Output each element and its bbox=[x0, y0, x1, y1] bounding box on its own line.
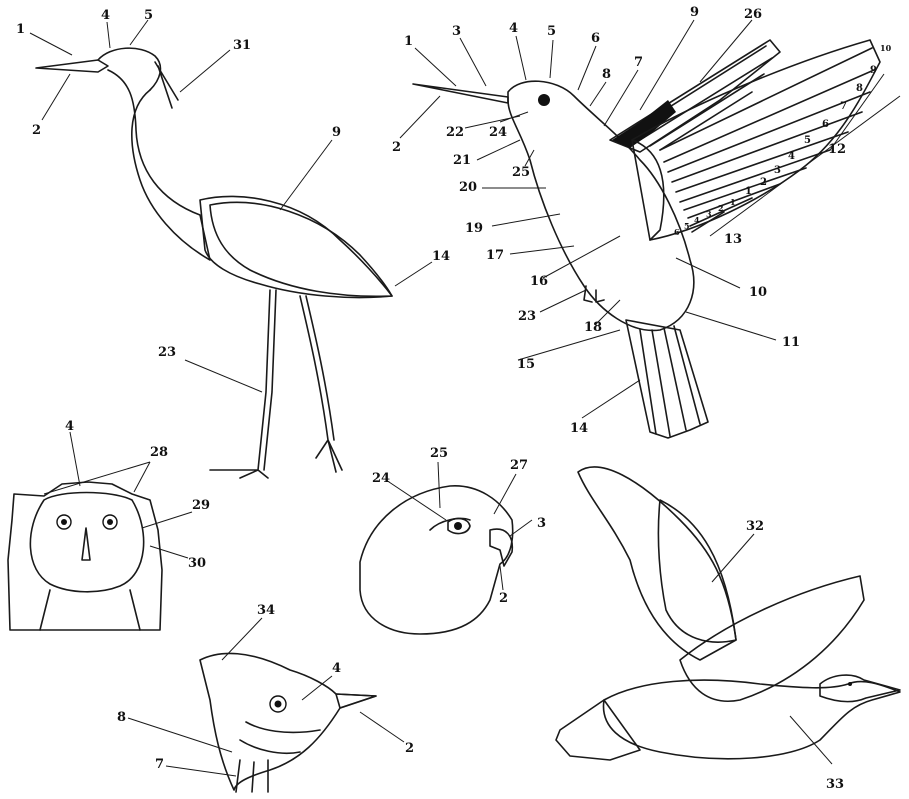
hummingbird-label-10: 10 bbox=[749, 286, 767, 299]
hawk-label-24: 24 bbox=[372, 472, 390, 485]
hummingbird-label-16: 16 bbox=[530, 275, 548, 288]
hummingbird-label-9: 9 bbox=[690, 6, 699, 19]
hummingbird-label-4: 4 bbox=[509, 22, 518, 35]
hummingbird-label-13: 13 bbox=[724, 233, 742, 246]
hummingbird-label-7: 7 bbox=[634, 56, 643, 69]
heron-label-23: 23 bbox=[158, 346, 176, 359]
hawk-label-25: 25 bbox=[430, 447, 448, 460]
hummingbird-label-1: 1 bbox=[404, 35, 413, 48]
hummingbird-label-6: 6 bbox=[591, 32, 600, 45]
owl-label-4: 4 bbox=[65, 420, 74, 433]
hummingbird-label-5: 5 bbox=[547, 25, 556, 38]
primary-label-3: 3 bbox=[774, 166, 781, 176]
primary-label-4: 4 bbox=[788, 152, 795, 162]
primary-label-10: 10 bbox=[880, 44, 891, 52]
primary-label-5: 5 bbox=[804, 136, 811, 146]
owl-illustration bbox=[8, 432, 192, 630]
primary-label-7: 7 bbox=[840, 102, 847, 112]
hummingbird-label-18: 18 bbox=[584, 321, 602, 334]
woodpecker-label-4: 4 bbox=[332, 662, 341, 675]
hummingbird-label-11: 11 bbox=[782, 336, 800, 349]
heron-illustration bbox=[30, 20, 432, 478]
primary-label-2: 2 bbox=[760, 178, 767, 188]
owl-label-30: 30 bbox=[188, 557, 206, 570]
secondary-label-2: 2 bbox=[718, 204, 724, 212]
heron-label-2: 2 bbox=[32, 124, 41, 137]
hawk-label-3: 3 bbox=[537, 517, 546, 530]
woodpecker-label-34: 34 bbox=[257, 604, 275, 617]
heron-label-4: 4 bbox=[101, 9, 110, 22]
primary-label-9: 9 bbox=[870, 66, 877, 76]
hummingbird-label-23: 23 bbox=[518, 310, 536, 323]
secondary-label-6: 6 bbox=[674, 228, 680, 236]
heron-label-5: 5 bbox=[144, 9, 153, 22]
woodpecker-label-2: 2 bbox=[405, 742, 414, 755]
hummingbird-label-21: 21 bbox=[453, 154, 471, 167]
hummingbird-label-24: 24 bbox=[489, 126, 507, 139]
primary-label-1: 1 bbox=[745, 187, 752, 197]
hummingbird-label-2: 2 bbox=[392, 141, 401, 154]
hummingbird-label-20: 20 bbox=[459, 181, 477, 194]
heron-label-1: 1 bbox=[16, 23, 25, 36]
hummingbird-label-17: 17 bbox=[486, 249, 504, 262]
woodpecker-illustration bbox=[128, 618, 404, 792]
heron-label-9: 9 bbox=[332, 126, 341, 139]
heron-label-31: 31 bbox=[233, 39, 251, 52]
hummingbird-label-14: 14 bbox=[570, 422, 588, 435]
secondary-label-4: 4 bbox=[694, 216, 700, 224]
heron-label-14: 14 bbox=[432, 250, 450, 263]
hummingbird-label-26: 26 bbox=[744, 8, 762, 21]
owl-label-28: 28 bbox=[150, 446, 168, 459]
hawk-label-2: 2 bbox=[499, 592, 508, 605]
primary-label-8: 8 bbox=[856, 84, 863, 94]
hummingbird-label-12: 12 bbox=[828, 143, 846, 156]
hawk-label-27: 27 bbox=[510, 459, 528, 472]
hummingbird-label-19: 19 bbox=[465, 222, 483, 235]
duck-illustration bbox=[556, 467, 900, 764]
hummingbird-label-25: 25 bbox=[512, 166, 530, 179]
woodpecker-label-8: 8 bbox=[117, 711, 126, 724]
secondary-label-3: 3 bbox=[706, 210, 712, 218]
hummingbird-label-22: 22 bbox=[446, 126, 464, 139]
owl-label-29: 29 bbox=[192, 499, 210, 512]
hummingbird-label-8: 8 bbox=[602, 68, 611, 81]
primary-label-6: 6 bbox=[822, 120, 829, 130]
secondary-label-1: 1 bbox=[730, 198, 736, 206]
hummingbird-label-3: 3 bbox=[452, 25, 461, 38]
hummingbird-label-15: 15 bbox=[517, 358, 535, 371]
woodpecker-label-7: 7 bbox=[155, 758, 164, 771]
hawk-illustration bbox=[360, 462, 532, 634]
secondary-label-5: 5 bbox=[684, 222, 690, 230]
duck-label-33: 33 bbox=[826, 778, 844, 791]
duck-label-32: 32 bbox=[746, 520, 764, 533]
